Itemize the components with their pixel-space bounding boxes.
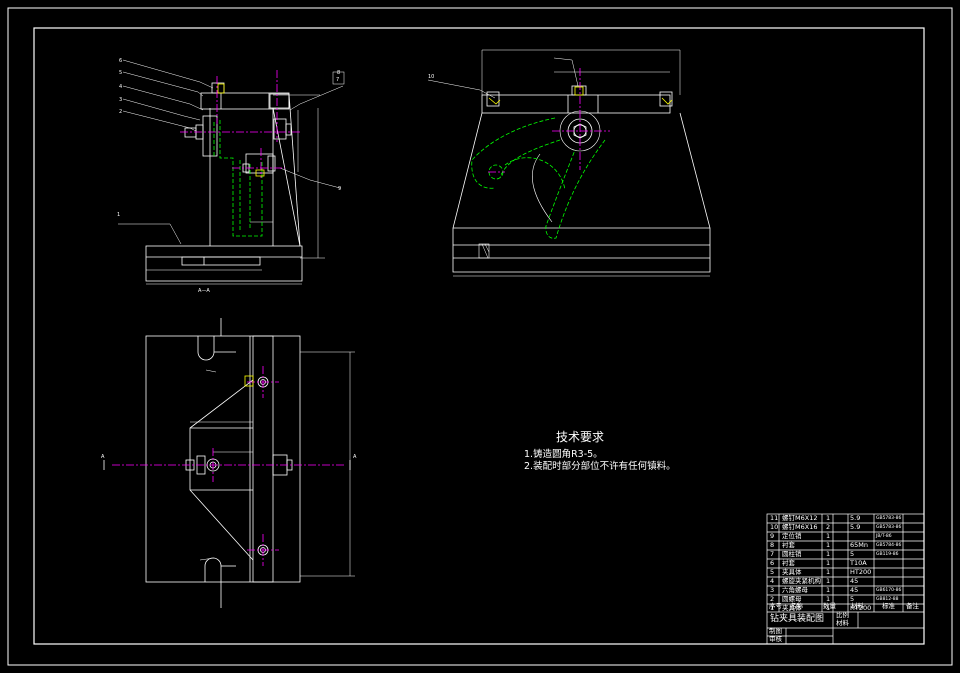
callout-6: 6 bbox=[119, 58, 122, 64]
bom-cell-qty: 2 bbox=[826, 523, 831, 531]
bom-cell-std: GB812-88 bbox=[876, 597, 899, 602]
callout-10: 10 bbox=[428, 74, 434, 80]
callout-4: 4 bbox=[119, 84, 122, 90]
technical-requirements-title: 技术要求 bbox=[556, 430, 605, 444]
bom-cell-qty: 1 bbox=[826, 559, 831, 567]
section-highlight bbox=[217, 83, 265, 177]
title-cell-check: 审核 bbox=[769, 635, 782, 643]
outer-border bbox=[7, 7, 953, 666]
section-centerlines bbox=[180, 70, 300, 178]
bom-cell-name: 六角螺母 bbox=[782, 586, 808, 594]
bom-header-material: 材料 bbox=[851, 602, 864, 610]
bom-cell-material: HT200 bbox=[850, 604, 872, 612]
bom-cell-no: 11 bbox=[770, 514, 779, 522]
callout-7: 7 bbox=[336, 77, 339, 83]
bom-cell-material: 5.9 bbox=[850, 523, 861, 531]
callout-8: 8 bbox=[337, 70, 340, 76]
bom-cell-qty: 1 bbox=[826, 550, 831, 558]
bom-cell-std: GB119-86 bbox=[876, 552, 899, 557]
technical-requirement-1: 1.铸造圆角R3-5。 bbox=[524, 449, 603, 460]
bom-cell-material: 5 bbox=[850, 550, 855, 558]
bom-cell-qty: 1 bbox=[826, 568, 831, 576]
plan-view-centerlines bbox=[112, 366, 345, 566]
bom-cell-no: 7 bbox=[770, 550, 775, 558]
section-mark-left: A bbox=[101, 454, 105, 460]
bom-cell-no: 1 bbox=[770, 604, 775, 612]
bom-cell-qty: 1 bbox=[826, 577, 831, 585]
bom-cell-material: 45 bbox=[850, 586, 859, 594]
bom-cell-qty: 1 bbox=[826, 586, 831, 594]
bom-cell-name: 夹具体 bbox=[782, 568, 802, 576]
title-block bbox=[766, 513, 925, 645]
bom-cell-name: 夹具体 bbox=[782, 604, 802, 612]
bom-cell-std: JB/T-86 bbox=[876, 534, 892, 539]
bom-cell-material: 5 bbox=[850, 595, 855, 603]
bom-cell-material: 65Mn bbox=[850, 541, 868, 549]
side-view-centerlines bbox=[488, 68, 610, 173]
bom-cell-name: 衬套 bbox=[782, 541, 795, 549]
bom-header-std: 标准 bbox=[882, 602, 895, 610]
side-view-workpiece bbox=[471, 117, 606, 239]
callout-9: 9 bbox=[338, 186, 341, 192]
bom-cell-name: 螺钉M6X12 bbox=[782, 514, 818, 522]
side-view bbox=[427, 49, 711, 277]
bom-header-name: 名称 bbox=[790, 602, 803, 610]
bom-cell-name: 螺钉M6X16 bbox=[782, 523, 818, 531]
callout-1: 1 bbox=[117, 212, 120, 218]
bom-cell-name: 圆柱销 bbox=[782, 550, 802, 558]
bom-cell-no: 10 bbox=[770, 523, 779, 531]
bom-cell-no: 3 bbox=[770, 586, 775, 594]
bom-cell-no: 5 bbox=[770, 568, 775, 576]
side-view-highlight bbox=[488, 86, 673, 105]
bom-cell-no: 9 bbox=[770, 532, 775, 540]
bom-header-qty: 数量 bbox=[823, 602, 836, 610]
bom-cell-qty: 1 bbox=[826, 604, 831, 612]
drawing-title: 钻夹具装配图 bbox=[770, 614, 825, 624]
bom-cell-no: 2 bbox=[770, 595, 775, 603]
title-cell-scale: 比例 bbox=[836, 611, 849, 619]
plan-view-highlight bbox=[244, 375, 254, 387]
bom-cell-no: 6 bbox=[770, 559, 775, 567]
section-mark-right: A bbox=[353, 454, 357, 460]
bom-cell-qty: 1 bbox=[826, 595, 831, 603]
bom-cell-std: GB6170-86 bbox=[876, 588, 902, 593]
bom-cell-name: 衬套 bbox=[782, 559, 795, 567]
plan-view bbox=[103, 335, 355, 583]
bom-cell-std: GB5784-86 bbox=[876, 543, 902, 548]
bom-header-note: 备注 bbox=[906, 602, 919, 610]
bom-cell-qty: 1 bbox=[826, 514, 831, 522]
bom-cell-material: T10A bbox=[850, 559, 867, 567]
bom-cell-name: 螺旋夹紧机构 bbox=[782, 577, 821, 585]
bom-cell-no: 4 bbox=[770, 577, 775, 585]
bom-cell-material: HT200 bbox=[850, 568, 872, 576]
bom-cell-std: GB5783-86 bbox=[876, 525, 902, 530]
bom-cell-material: 5.9 bbox=[850, 514, 861, 522]
callout-2: 2 bbox=[119, 109, 122, 115]
inner-frame bbox=[33, 27, 925, 645]
bom-cell-no: 8 bbox=[770, 541, 775, 549]
bom-cell-name: 圆螺母 bbox=[782, 595, 802, 603]
technical-requirement-2: 2.装配时部分部位不许有任何镇料。 bbox=[524, 461, 676, 472]
title-cell-material: 材料 bbox=[836, 619, 849, 627]
bom-cell-std: GB5783-86 bbox=[876, 516, 902, 521]
bom-cell-qty: 1 bbox=[826, 532, 831, 540]
section-view-a-a bbox=[118, 59, 345, 285]
bom-cell-material: 45 bbox=[850, 577, 859, 585]
title-cell-draw: 制图 bbox=[769, 627, 782, 635]
bom-cell-name: 定位销 bbox=[782, 532, 802, 540]
section-hidden-lines bbox=[213, 120, 263, 237]
section-label: A—A bbox=[198, 288, 210, 294]
callout-5: 5 bbox=[119, 70, 122, 76]
callout-3: 3 bbox=[119, 97, 122, 103]
bom-header-no: 序号 bbox=[769, 602, 782, 610]
bom-cell-qty: 1 bbox=[826, 541, 831, 549]
callouts: 6 5 4 3 2 1 7 8 9 10 A—A A A bbox=[101, 58, 434, 460]
